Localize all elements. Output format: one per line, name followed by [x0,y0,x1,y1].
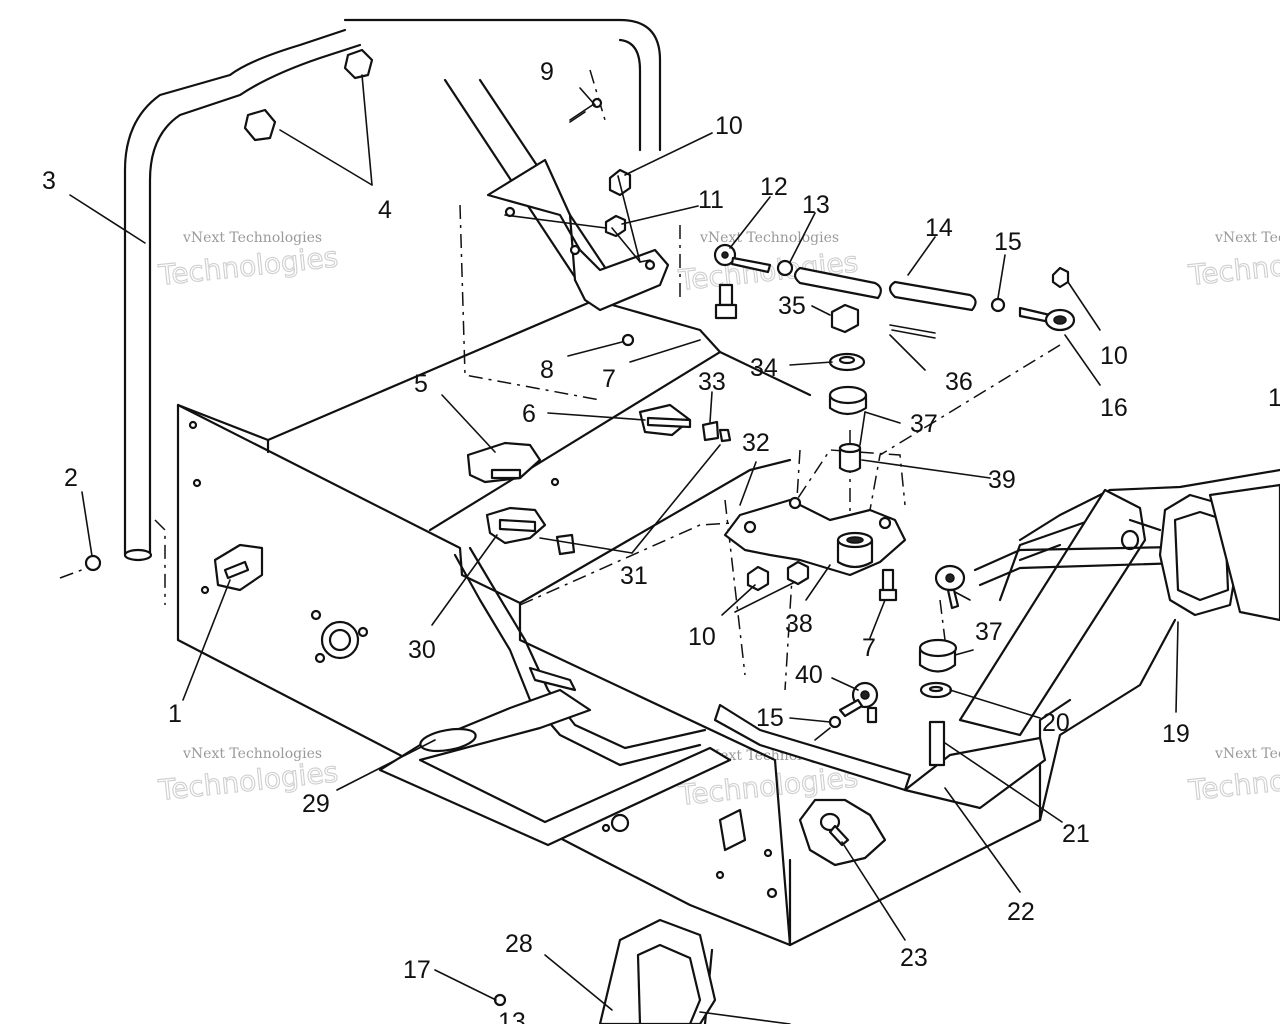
callout-13: 13 [802,191,830,219]
callout-29: 29 [302,790,330,818]
callout-23: 23 [900,944,928,972]
callout-1: 1 [168,700,182,728]
brake-lever-arm [378,546,732,847]
callout-7: 7 [862,634,876,662]
callout-3: 3 [42,167,56,195]
callout-28: 28 [505,930,533,958]
callout-17: 17 [403,956,431,984]
pedal-lever-arm [713,488,1147,810]
callout-20: 20 [1042,709,1070,737]
callout-37: 37 [975,618,1003,646]
callout-15: 15 [756,704,784,732]
watermark-text: vNext Technologies [182,230,322,246]
bellcrank-plate [723,496,907,577]
callout-16: 16 [1100,394,1128,422]
callout-30: 30 [408,636,436,664]
callout-9: 9 [540,58,554,86]
callout-15: 15 [994,228,1022,256]
watermark-text: vNext Technologies [182,746,322,762]
callout-12: 12 [760,173,788,201]
drag-link-tubes [793,266,977,312]
callout-39: 39 [988,466,1016,494]
watermark-word: Technologies [156,240,339,292]
watermark-word: Technologies [1186,240,1280,292]
callout-4: 4 [378,196,392,224]
callout-22: 22 [1007,898,1035,926]
watermark-text: vNext Technologies [1214,746,1280,762]
callout-2: 2 [64,464,78,492]
callout-7: 7 [602,365,616,393]
tie-rod-right [934,483,1280,622]
hardware-parts [84,48,1076,767]
callout-36: 36 [945,368,973,396]
assembly-dashed-lines [59,69,1061,691]
callout-37: 37 [910,410,938,438]
callout-21: 21 [1062,820,1090,848]
callout-31: 31 [620,562,648,590]
callout-33: 33 [698,368,726,396]
callout-10: 10 [688,623,716,651]
callout-35: 35 [778,292,806,320]
callout-14: 14 [925,214,953,242]
watermark-text: vNext Technologies [699,230,839,246]
watermark-text: vNext Technologies [1214,230,1280,246]
callout-8: 8 [540,356,554,384]
callout-32: 32 [742,429,770,457]
callout-6: 6 [522,400,536,428]
leader-lines [69,74,1179,1024]
callout-13: 13 [498,1008,526,1024]
steering-column [443,78,670,312]
callout-10: 10 [715,112,743,140]
callout-1-edge: 1 [1268,384,1280,412]
callout-11: 11 [698,186,724,214]
callout-38: 38 [785,610,813,638]
callout-10: 10 [1100,342,1128,370]
callout-labels: 1 2 3 4 5 6 7 7 8 9 10 10 10 11 12 13 13… [42,58,1280,1024]
callout-19: 19 [1162,720,1190,748]
callout-40: 40 [795,661,823,689]
brackets [213,403,887,1024]
watermark-word: Technologies [1186,755,1280,807]
callout-5: 5 [414,370,428,398]
callout-34: 34 [750,354,778,382]
